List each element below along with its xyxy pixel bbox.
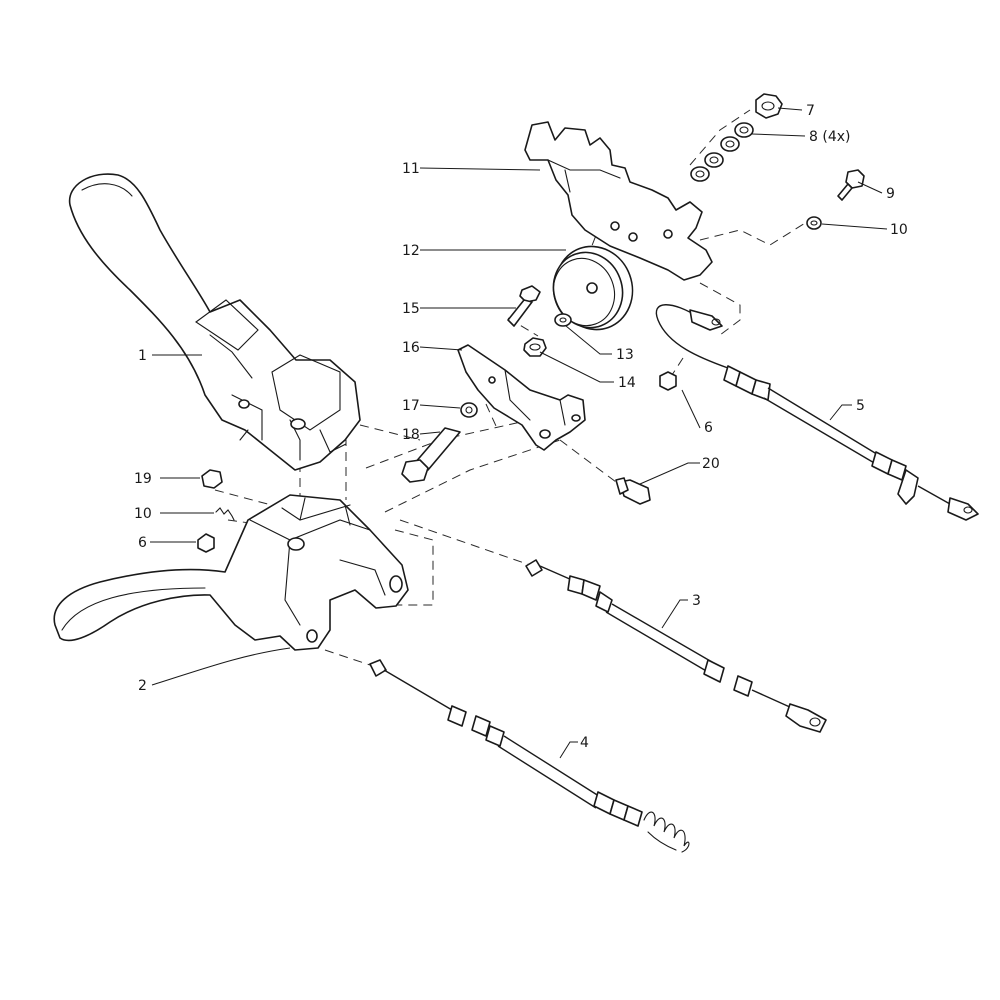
callout-3: 3	[692, 593, 701, 609]
part-7-nut	[755, 93, 783, 119]
callout-labels: 1 2 3 4 5 6 6 7 8 (4x) 9 10 10 11 12 13 …	[134, 103, 908, 751]
part-12-pulley	[552, 245, 634, 331]
callout-6-right: 6	[704, 420, 713, 436]
part-6-nut-left	[197, 533, 215, 553]
callout-2: 2	[138, 678, 147, 694]
part-3-cable	[525, 559, 827, 733]
part-20-bolt	[615, 477, 651, 505]
part-10-spring-left	[215, 507, 235, 521]
part-4-cable	[369, 659, 690, 853]
part-19-nut	[201, 469, 223, 489]
leader-lines	[150, 107, 888, 759]
part-9-bolt	[837, 169, 865, 201]
callout-10-left: 10	[134, 506, 152, 522]
callout-6-left: 6	[138, 535, 147, 551]
callout-9: 9	[886, 186, 895, 202]
part-5-cable	[655, 304, 979, 521]
part-13-washer	[554, 313, 572, 327]
callout-19: 19	[134, 471, 152, 487]
part-15-bolt	[507, 285, 541, 327]
callout-20: 20	[702, 456, 720, 472]
part-1-upper-handle	[68, 173, 361, 471]
callout-16: 16	[402, 340, 420, 356]
part-6-nut-right	[659, 371, 677, 391]
callout-11: 11	[402, 161, 420, 177]
part-11-mounting-plate	[524, 121, 713, 281]
callout-12: 12	[402, 243, 420, 259]
callout-7: 7	[806, 103, 815, 119]
part-16-bracket	[457, 344, 586, 451]
part-10-washer-top	[806, 216, 822, 230]
part-14-nut	[523, 337, 547, 357]
callout-4: 4	[580, 735, 589, 751]
part-2-lower-handle	[53, 494, 409, 651]
callout-10-top: 10	[890, 222, 908, 238]
part-18-bolt	[401, 427, 461, 483]
part-17-washer	[460, 402, 478, 418]
callout-15: 15	[402, 301, 420, 317]
callout-13: 13	[616, 347, 634, 363]
callout-18: 18	[402, 427, 420, 443]
callout-14: 14	[618, 375, 636, 391]
callout-17: 17	[402, 398, 420, 414]
callout-1: 1	[138, 348, 147, 364]
part-8-washers	[690, 122, 754, 182]
callout-8: 8 (4x)	[809, 129, 850, 145]
callout-5: 5	[856, 398, 865, 414]
